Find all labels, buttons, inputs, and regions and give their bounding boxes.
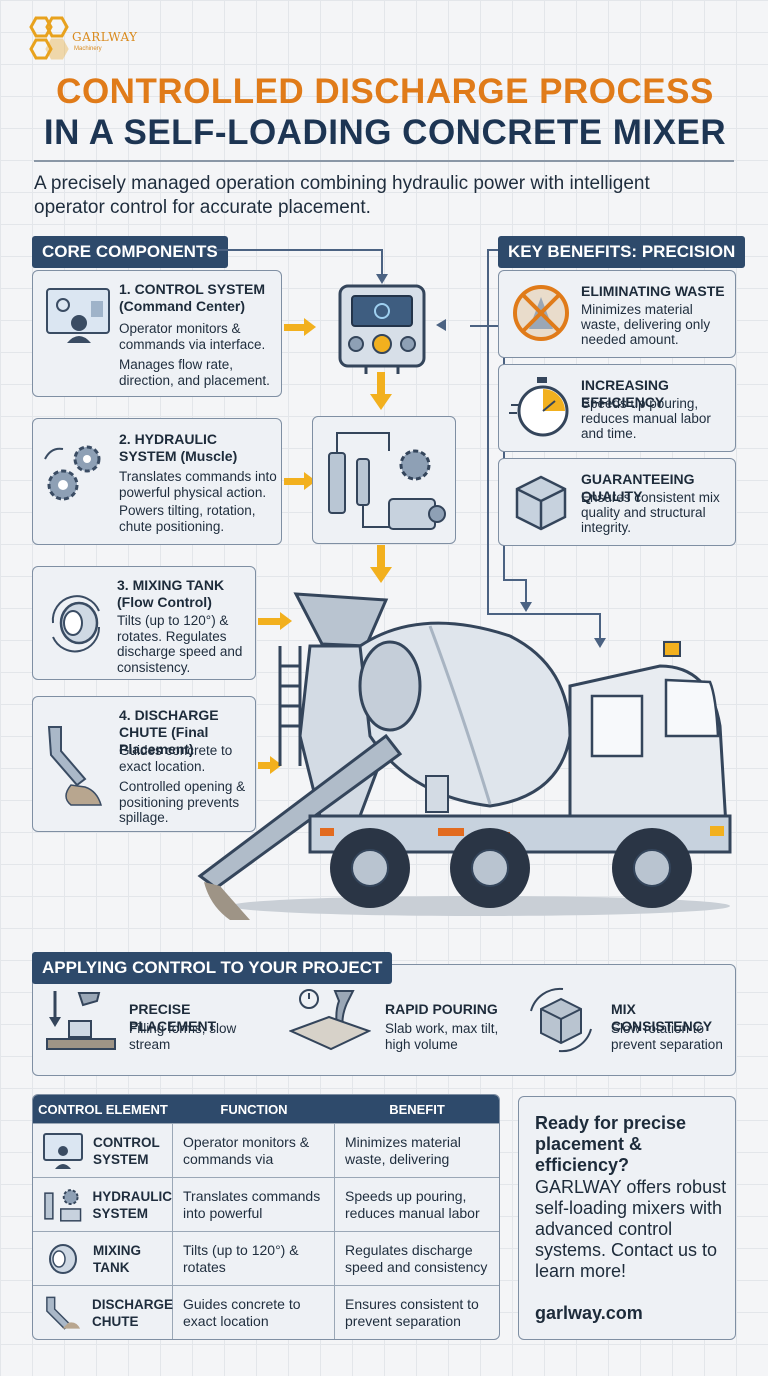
hydraulic-assembly: [312, 416, 456, 544]
table-header-cell: CONTROL ELEMENT: [38, 1101, 168, 1117]
cta-headline: Ready for precise placement & efficiency…: [535, 1113, 687, 1175]
benefit-text: Minimizes material waste, delivering onl…: [581, 302, 711, 347]
component-title: 2. HYDRAULIC SYSTEM (Muscle): [119, 431, 238, 464]
hexagon-logo-icon: [29, 16, 69, 60]
mixer-truck-illustration: [197, 592, 732, 920]
table-element: HYDRAULIC SYSTEM: [92, 1188, 173, 1221]
apply-text: Slow rotation to prevent separation: [611, 1021, 723, 1052]
table-header-cell: FUNCTION: [220, 1101, 288, 1117]
apply-text: Slab work, max tilt, high volume: [385, 1021, 499, 1052]
pour-form-icon: [46, 991, 116, 1050]
key-benefits-heading: KEY BENEFITS: PRECISION: [498, 236, 746, 268]
table-row: HYDRAULIC SYSTEM Translates commands int…: [33, 1177, 499, 1231]
hydraulic-pump-icon: [328, 432, 446, 530]
table-function: Operator monitors & commands via: [173, 1124, 335, 1177]
table-function: Guides concrete to exact location: [173, 1286, 335, 1339]
chute-icon: [47, 726, 102, 806]
monitor-operator-icon: [46, 288, 110, 343]
component-title: 3. MIXING TANK (Flow Control): [117, 577, 225, 610]
brand-logo: GARLWAY Machinery: [22, 14, 152, 64]
benefit-title: GUARANTEEING QUALITY: [581, 471, 695, 504]
brand-name: GARLWAY: [72, 30, 138, 44]
brand-tagline: Machinery: [74, 46, 102, 52]
control-panel-icon: [338, 284, 426, 374]
component-text: Controlled opening & positioning prevent…: [119, 779, 246, 825]
stopwatch-icon: [509, 377, 569, 437]
gears-icon: [44, 445, 101, 501]
benefit-title: ELIMINATING WASTE: [581, 283, 725, 299]
component-card-hydraulic: 2. HYDRAULIC SYSTEM (Muscle) Translates …: [32, 418, 282, 545]
table-element: MIXING TANK: [93, 1242, 142, 1275]
box-icon: [515, 475, 567, 531]
apply-title: MIX CONSISTENCY: [611, 1001, 713, 1034]
table-benefit: Speeds up pouring, reduces manual labor: [345, 1187, 480, 1221]
table-benefit: Ensures consistent to prevent separation: [345, 1295, 479, 1329]
hydraulic-icon: [44, 1188, 82, 1222]
control-table: CONTROL ELEMENT FUNCTION BENEFIT CONTROL…: [32, 1094, 500, 1340]
table-header-cell: BENEFIT: [389, 1101, 445, 1117]
drum-icon: [49, 1243, 77, 1274]
table-row: MIXING TANK Tilts (up to 120°) & rotates…: [33, 1231, 499, 1285]
cta-box: Ready for precise placement & efficiency…: [518, 1096, 736, 1340]
component-text: Manages flow rate, direction, and placem…: [119, 357, 270, 388]
component-text: Tilts (up to 120°) & rotates. Regulates …: [117, 613, 243, 675]
arrow-right-icon: [284, 318, 316, 336]
component-card-control: 1. CONTROL SYSTEM (Command Center) Opera…: [32, 270, 282, 397]
no-waste-icon: [513, 285, 569, 341]
core-components-heading: CORE COMPONENTS: [32, 236, 228, 268]
component-text: Operator monitors & commands via interfa…: [119, 321, 266, 352]
arrow-right-icon: [258, 612, 292, 630]
table-element: CONTROL SYSTEM: [93, 1134, 160, 1167]
page-title-line2: IN A SELF-LOADING CONCRETE MIXER: [43, 113, 727, 152]
table-row: CONTROL SYSTEM Operator monitors & comma…: [33, 1123, 499, 1177]
benefit-card-waste: ELIMINATING WASTE Minimizes material was…: [498, 270, 736, 358]
apply-title: PRECISE PLACEMENT: [129, 1001, 217, 1034]
slab-pour-icon: [289, 989, 371, 1051]
component-title: 4. DISCHARGE CHUTE (Final Placement): [119, 707, 219, 757]
chute-icon: [46, 1296, 81, 1330]
page-title-line1: CONTROLLED DISCHARGE PROCESS: [56, 72, 714, 111]
table-header: CONTROL ELEMENT FUNCTION BENEFIT: [33, 1095, 499, 1123]
table-benefit: Regulates discharge speed and consistenc…: [345, 1241, 488, 1275]
monitor-operator-icon: [43, 1132, 83, 1169]
benefit-card-efficiency: INCREASING EFFICIENCY Speeds up pouring,…: [498, 364, 736, 452]
benefit-title: INCREASING EFFICIENCY: [581, 377, 669, 410]
page-subtitle: A precisely managed operation combining …: [34, 173, 650, 218]
apply-heading: APPLYING CONTROL TO YOUR PROJECT: [32, 952, 393, 984]
mix-cube-icon: [530, 987, 592, 1053]
benefit-card-quality: GUARANTEEING QUALITY Ensures consistent …: [498, 458, 736, 546]
benefit-text: Speeds up pouring, reduces manual labor …: [581, 396, 711, 441]
cta-link[interactable]: garlway.com: [535, 1303, 643, 1323]
table-function: Tilts (up to 120°) & rotates: [173, 1232, 335, 1285]
component-text: Translates commands into powerful physic…: [119, 469, 277, 500]
component-text: Guides concrete to exact location.: [119, 743, 233, 774]
table-benefit: Minimizes material waste, delivering: [345, 1133, 461, 1167]
benefit-text: Ensures consistent mix quality and struc…: [581, 490, 720, 535]
component-title: 1. CONTROL SYSTEM (Command Center): [119, 281, 265, 314]
title-divider: [34, 160, 734, 162]
cta-body: GARLWAY offers robust self-loading mixer…: [535, 1177, 727, 1281]
component-card-discharge-chute: 4. DISCHARGE CHUTE (Final Placement) Gui…: [32, 696, 256, 832]
drum-icon: [51, 595, 101, 653]
apply-text: Filling forms, slow stream: [129, 1021, 237, 1052]
table-row: DISCHARGE CHUTE Guides concrete to exact…: [33, 1285, 499, 1339]
component-card-mixing-tank: 3. MIXING TANK (Flow Control) Tilts (up …: [32, 566, 256, 680]
table-element: DISCHARGE CHUTE: [92, 1296, 174, 1329]
table-function: Translates commands into powerful: [173, 1178, 335, 1231]
apply-title: RAPID POURING: [385, 1001, 498, 1017]
component-text: Powers tilting, rotation, chute position…: [119, 503, 256, 534]
